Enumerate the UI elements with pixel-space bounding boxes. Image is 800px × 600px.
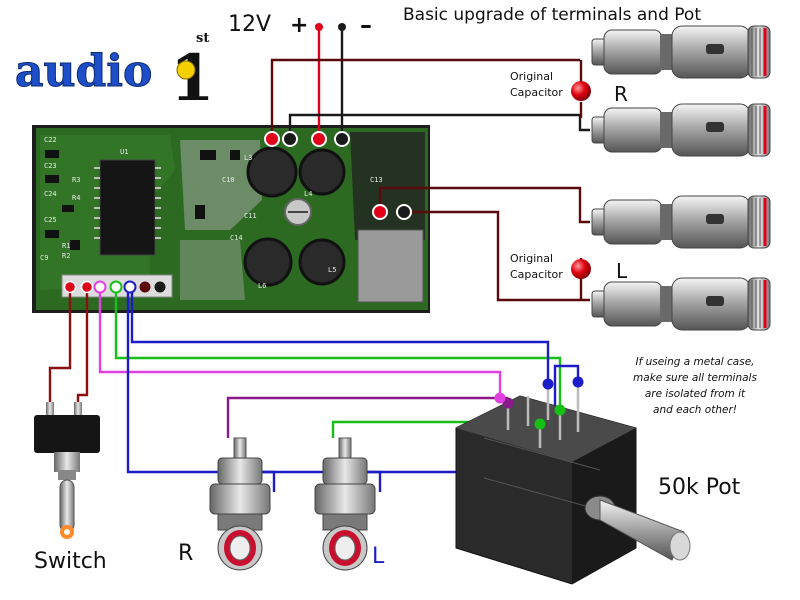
note-line-4: and each other! [653, 404, 737, 416]
rca-right-label: R [178, 541, 193, 566]
silkscreen-label: C14 [230, 234, 243, 242]
inductor-l6 [243, 237, 293, 287]
note-line-2: make sure all terminals [633, 372, 757, 384]
capacitor-l-label-line2: Capacitor [510, 268, 563, 281]
original-capacitor-l [571, 259, 591, 279]
logo-dot [176, 60, 196, 80]
inductor-l5 [298, 238, 346, 286]
silkscreen-label: C11 [244, 212, 257, 220]
silkscreen-label: R4 [72, 194, 80, 202]
silkscreen-label: C9 [40, 254, 48, 262]
capacitor-r-label-line2: Capacitor [510, 86, 563, 99]
speaker-r-label: R [614, 82, 628, 106]
wire-input-magenta [98, 290, 502, 398]
page-title: Basic upgrade of terminals and Pot [403, 5, 701, 25]
wire-speaker-l-plus [378, 186, 590, 224]
wire-rca-right [226, 396, 508, 438]
input-header-pins [63, 280, 166, 294]
silkscreen-label: C22 [44, 136, 57, 144]
speaker-l-label: L [616, 259, 628, 283]
logo-numeral: 1 [170, 41, 215, 116]
plus-sign: + [290, 13, 308, 38]
silkscreen-label: L6 [258, 282, 266, 290]
wire-input-green [114, 290, 562, 405]
silkscreen-label: L4 [304, 190, 312, 198]
inductor-l3 [246, 146, 298, 198]
capacitor-r-label-line1: Original [510, 70, 553, 83]
voltage-label: 12V [228, 12, 271, 37]
power-plus-dot [315, 23, 323, 31]
wire-speaker-r-plus [270, 58, 580, 138]
capacitor-l-label-line1: Original [510, 252, 553, 265]
wire-input-blue [130, 292, 550, 382]
rca-jack-right [209, 437, 271, 571]
pot-label: 50k Pot [658, 475, 741, 500]
speaker-terminal-r-minus [591, 103, 771, 157]
note-line-1: If useing a metal case, [635, 356, 754, 368]
speaker-terminal-l-plus [591, 195, 771, 249]
silkscreen-label: U1 [120, 148, 128, 156]
silkscreen-label: C23 [44, 162, 57, 170]
toggle-switch [34, 402, 100, 539]
switch-label: Switch [34, 549, 107, 574]
pot-shaft [599, 499, 685, 561]
note-line-3: are isolated from it [645, 388, 746, 400]
silkscreen-label: L5 [328, 266, 336, 274]
silkscreen-label: L3 [244, 154, 252, 162]
speaker-terminal-l-minus [591, 277, 771, 331]
logo-wordmark: audio [15, 46, 152, 97]
audio-first-logo: audio 1 st [15, 31, 215, 116]
original-capacitor-r [571, 81, 591, 101]
wire-input-blue-ground [126, 290, 245, 474]
wire-switch-a [48, 290, 72, 405]
silkscreen-label: C13 [370, 176, 383, 184]
silkscreen-label: R2 [62, 252, 70, 260]
rca-jack-left [314, 437, 376, 571]
silkscreen-label: C25 [44, 216, 57, 224]
isolation-note: If useing a metal case, make sure all te… [633, 356, 757, 416]
speaker-terminal-r-plus [591, 25, 771, 79]
logo-superscript: st [196, 31, 209, 46]
potentiometer [455, 376, 691, 585]
inductor-l4 [298, 148, 346, 196]
silkscreen-label: R3 [72, 176, 80, 184]
minus-sign: – [360, 11, 372, 39]
wire-speaker-l-minus [404, 210, 590, 302]
board-power-pads [264, 131, 412, 220]
silkscreen-label: R1 [62, 242, 70, 250]
power-minus-dot [338, 23, 346, 31]
silkscreen-label: C10 [222, 176, 235, 184]
rca-left-label: L [372, 544, 385, 569]
silkscreen-label: C24 [44, 190, 57, 198]
amplifier-chip [99, 159, 156, 256]
board-connector [357, 229, 424, 303]
